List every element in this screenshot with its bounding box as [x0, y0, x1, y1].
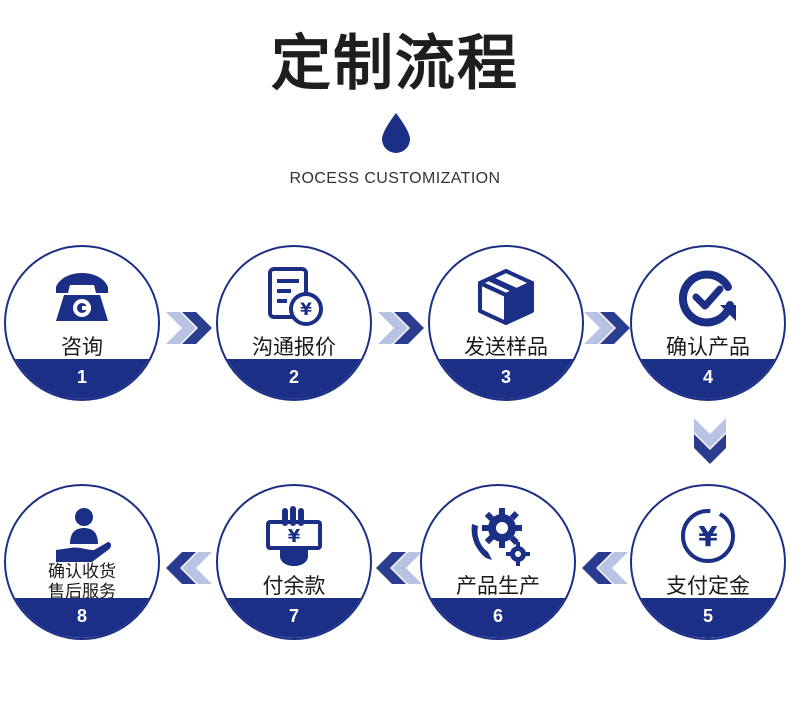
step-5: ¥ 支付定金 5 [630, 484, 786, 640]
telephone-icon [56, 273, 108, 321]
page-subtitle: ROCESS CUSTOMIZATION [289, 170, 501, 187]
step-8: 确认收货 售后服务 8 [4, 484, 160, 640]
gears-icon [471, 508, 530, 566]
step-1-label: 咨询 [61, 335, 103, 359]
step-5-number: 5 [632, 598, 784, 638]
receive-goods-icon [56, 508, 111, 562]
step-7: ¥ 付余款 7 [216, 484, 372, 640]
step-3-label: 发送样品 [464, 335, 548, 359]
arrow-left-icon [166, 552, 212, 584]
step-7-label: 付余款 [262, 574, 326, 598]
step-3: 发送样品 3 [428, 245, 584, 401]
step-2-label: 沟通报价 [252, 335, 336, 359]
arrow-left-icon [376, 552, 422, 584]
step-8-label: 确认收货 售后服务 [6, 562, 158, 602]
arrow-down-icon [694, 418, 726, 464]
arrow-right-icon [166, 312, 212, 344]
page-title: 定制流程 [271, 29, 519, 99]
arrow-right-icon [378, 312, 424, 344]
step-3-number: 3 [430, 359, 582, 399]
step-6-number: 6 [422, 598, 574, 638]
step-8-label-line1: 确认收货 [48, 562, 116, 582]
svg-text:¥: ¥ [300, 300, 312, 320]
step-7-number: 7 [218, 598, 370, 638]
step-8-label-line2: 售后服务 [48, 582, 116, 602]
yuan-coin-icon: ¥ [681, 509, 735, 563]
water-drop-icon [382, 113, 410, 153]
step-4: 确认产品 4 [630, 245, 786, 401]
step-4-number: 4 [632, 359, 784, 399]
package-box-icon [478, 269, 534, 325]
step-6: 产品生产 6 [420, 484, 576, 640]
check-refresh-icon [678, 270, 736, 327]
step-5-label: 支付定金 [666, 574, 750, 598]
step-8-number: 8 [6, 598, 158, 638]
quote-document-icon: ¥ [268, 267, 323, 326]
hand-money-icon: ¥ [266, 506, 322, 566]
arrow-left-icon [582, 552, 628, 584]
step-4-label: 确认产品 [666, 335, 750, 359]
step-2-number: 2 [218, 359, 370, 399]
arrow-right-icon [584, 312, 630, 344]
step-1: 咨询 1 [4, 245, 160, 401]
svg-text:¥: ¥ [288, 526, 301, 547]
step-2: ¥ 沟通报价 2 [216, 245, 372, 401]
svg-text:¥: ¥ [698, 520, 718, 553]
step-6-label: 产品生产 [456, 574, 540, 598]
step-1-number: 1 [6, 359, 158, 399]
